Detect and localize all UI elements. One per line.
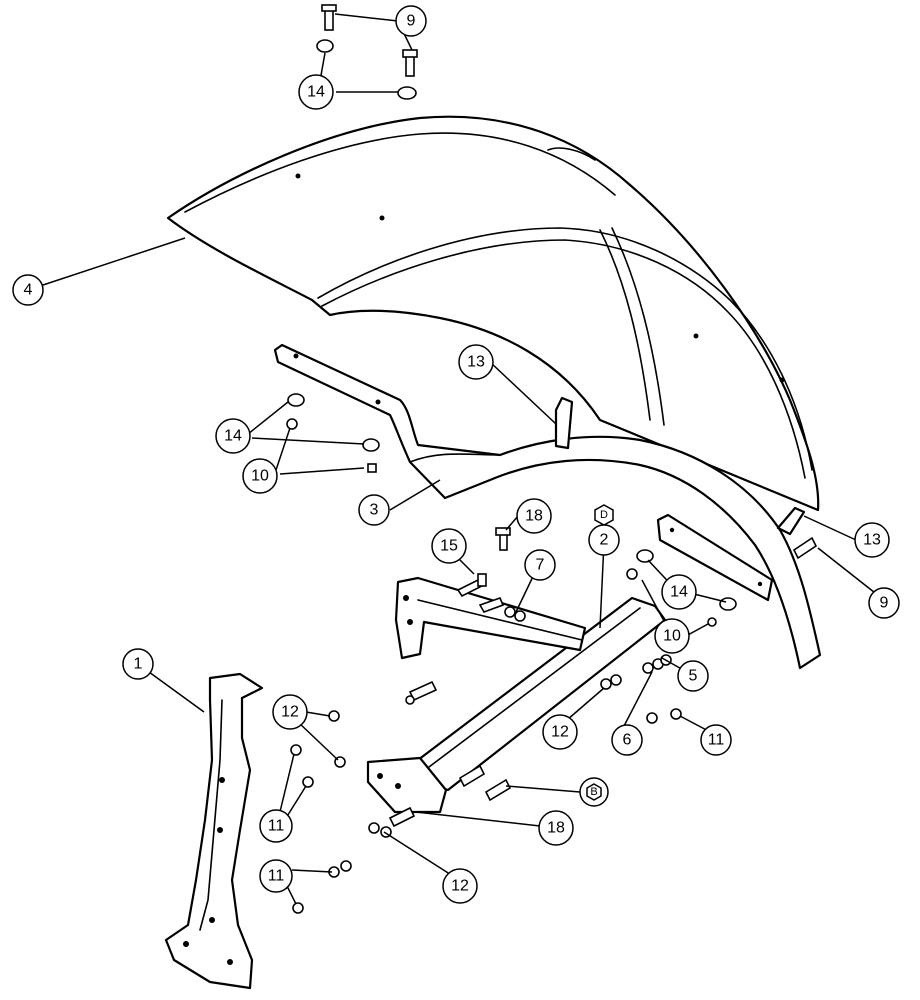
callout-15: 15 [431, 528, 467, 564]
svg-text:3: 3 [370, 502, 379, 519]
svg-text:B: B [590, 786, 597, 798]
callout-3: 3 [358, 494, 390, 526]
callout-6: 6 [611, 724, 643, 756]
svg-text:11: 11 [708, 732, 725, 749]
callout-14-right: 14 [661, 574, 697, 610]
callout-18-upper: 18 [516, 498, 552, 534]
svg-text:4: 4 [24, 282, 33, 299]
clip-13-upper [554, 396, 574, 450]
svg-text:18: 18 [525, 508, 543, 525]
callout-2: 2 [588, 524, 620, 556]
callout-D-hex: D [594, 504, 614, 526]
callout-11-left: 11 [259, 809, 293, 843]
callout-13-right: 13 [854, 522, 890, 558]
callout-B-hex: B [579, 777, 609, 807]
svg-text:13: 13 [863, 532, 881, 549]
callout-18-lower: 18 [538, 810, 574, 846]
svg-text:9: 9 [407, 13, 416, 30]
svg-text:14: 14 [307, 84, 325, 101]
side-plate [656, 513, 774, 602]
support-part-1 [164, 672, 264, 990]
callout-10-left: 10 [242, 458, 278, 494]
svg-text:13: 13 [467, 354, 485, 371]
callout-1: 1 [122, 648, 154, 680]
callout-10-right: 10 [654, 618, 690, 654]
callout-11-right: 11 [700, 724, 732, 756]
svg-text:10: 10 [663, 628, 681, 645]
svg-text:18: 18 [547, 820, 565, 837]
callout-5: 5 [677, 660, 709, 692]
callout-12-left: 12 [272, 694, 308, 730]
svg-text:6: 6 [623, 732, 632, 749]
svg-text:15: 15 [440, 538, 458, 555]
svg-text:9: 9 [880, 595, 889, 612]
callout-12-mid: 12 [542, 714, 578, 750]
callout-14-left: 14 [215, 418, 251, 454]
fender-part-4 [166, 115, 820, 512]
hardware [286, 4, 818, 914]
callout-11-bottom: 11 [259, 859, 293, 893]
svg-text:11: 11 [268, 868, 285, 885]
svg-text:11: 11 [268, 818, 285, 835]
callout-12-bottom: 12 [442, 868, 478, 904]
svg-text:2: 2 [600, 532, 609, 549]
callout-9-top: 9 [395, 5, 427, 37]
callout-14-top: 14 [298, 74, 334, 110]
svg-text:12: 12 [281, 704, 299, 721]
svg-text:14: 14 [670, 584, 688, 601]
callout-7: 7 [524, 549, 556, 581]
svg-text:7: 7 [536, 557, 545, 574]
callout-13-upper: 13 [458, 344, 494, 380]
callout-9-right: 9 [868, 587, 900, 619]
clip-13-right [776, 506, 806, 536]
svg-text:10: 10 [251, 468, 269, 485]
callout-4: 4 [12, 274, 44, 306]
svg-text:12: 12 [551, 724, 569, 741]
svg-text:D: D [600, 509, 608, 521]
svg-text:1: 1 [134, 656, 143, 673]
svg-text:12: 12 [451, 878, 469, 895]
svg-text:14: 14 [224, 428, 242, 445]
svg-text:5: 5 [689, 668, 698, 685]
arm-part-7 [394, 576, 587, 660]
